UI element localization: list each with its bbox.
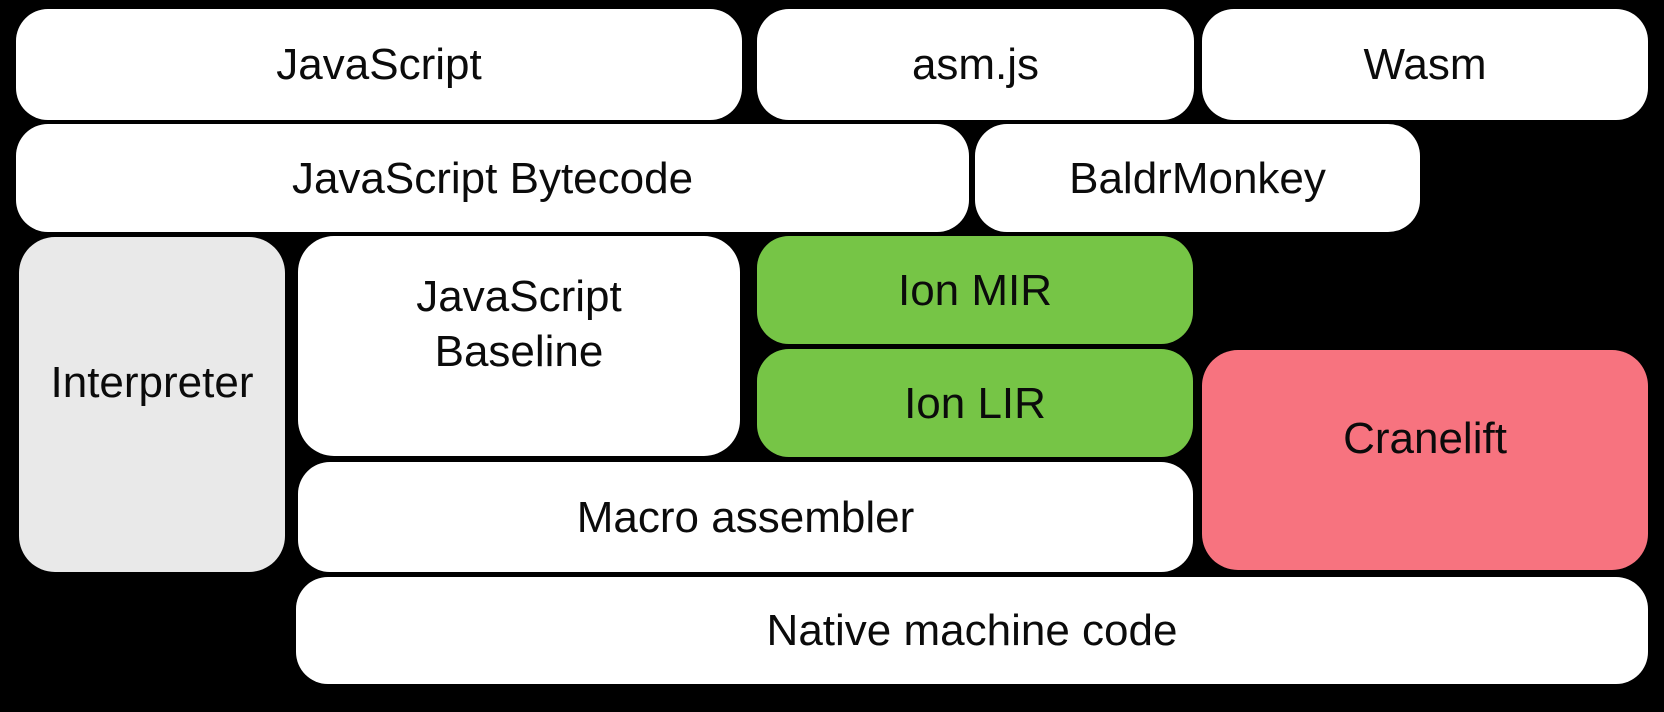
box-macro-assembler: Macro assembler [298, 462, 1193, 572]
box-javascript: JavaScript [16, 9, 742, 120]
box-wasm: Wasm [1202, 9, 1648, 120]
box-asmjs: asm.js [757, 9, 1194, 120]
box-javascript-baseline: JavaScript Baseline [298, 236, 740, 456]
box-interpreter: Interpreter [19, 237, 285, 572]
box-baldrmonkey: BaldrMonkey [975, 124, 1420, 232]
box-ion-mir: Ion MIR [757, 236, 1193, 344]
box-native-machine-code: Native machine code [296, 577, 1648, 684]
box-javascript-bytecode: JavaScript Bytecode [16, 124, 969, 232]
box-cranelift: Cranelift [1202, 350, 1648, 570]
box-ion-lir: Ion LIR [757, 349, 1193, 457]
